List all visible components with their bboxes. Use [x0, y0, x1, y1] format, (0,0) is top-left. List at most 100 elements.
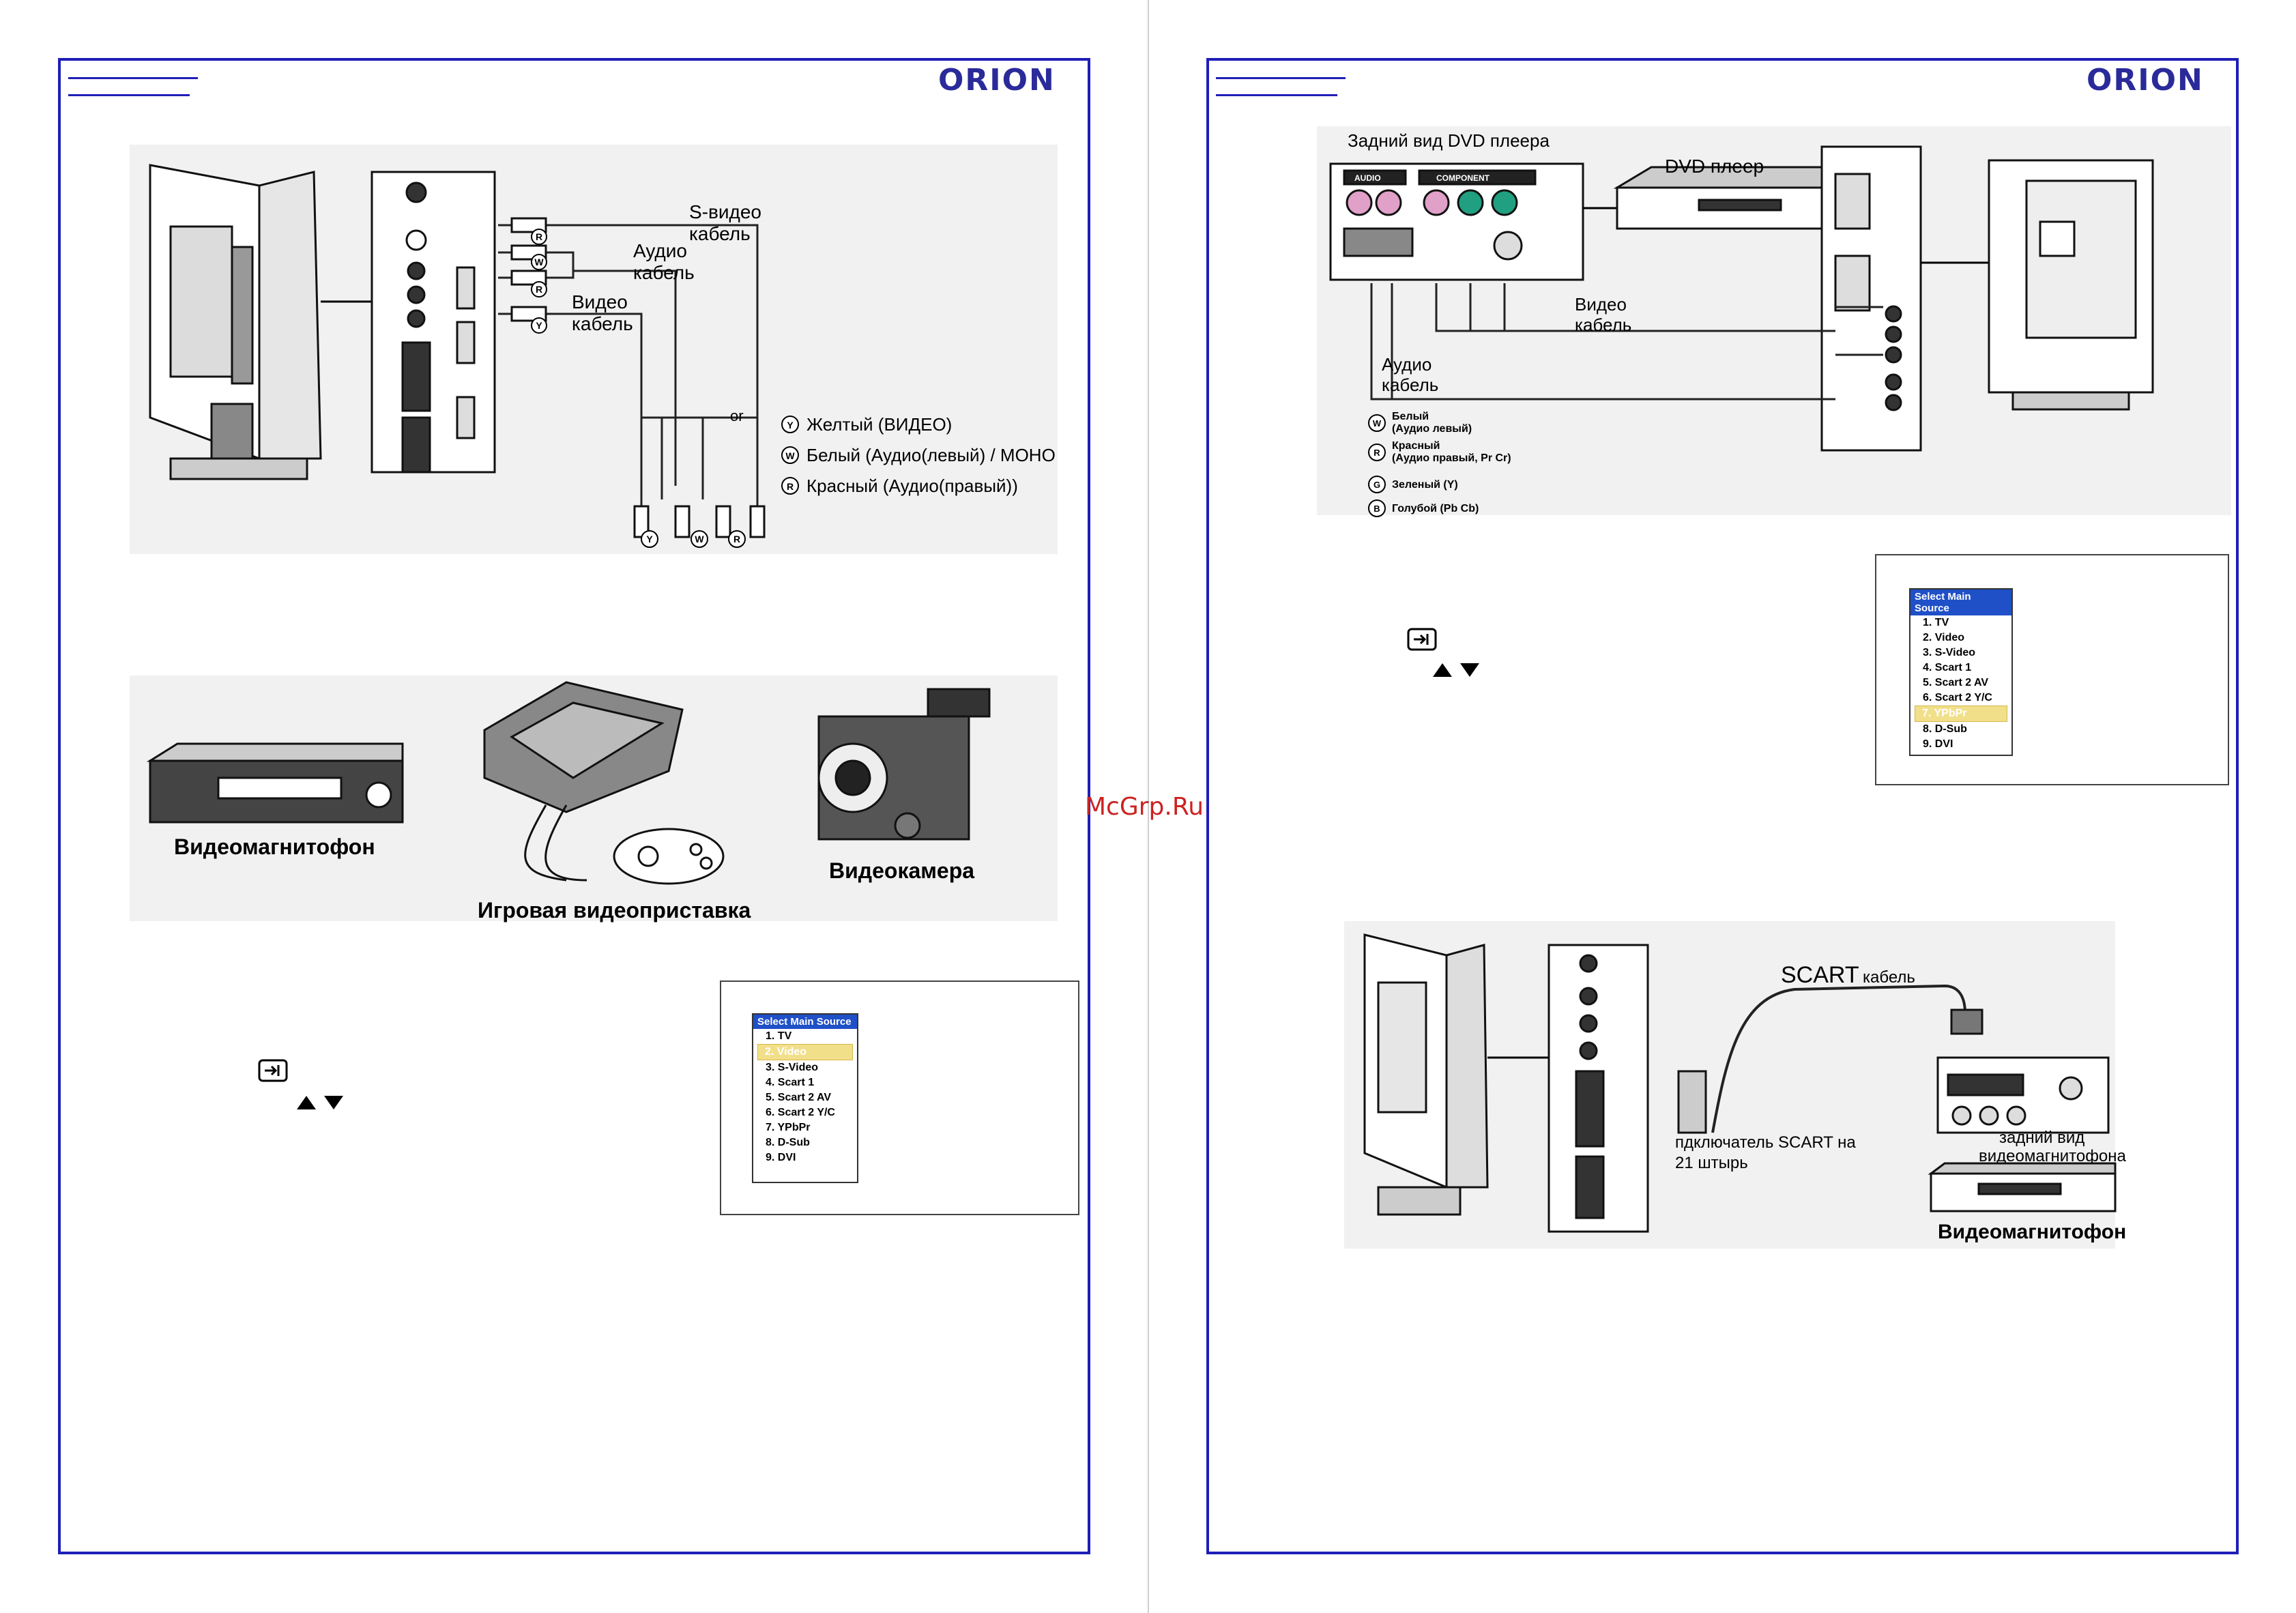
dvd-rear-panel [1329, 162, 1584, 281]
panel-plug-marks: R W R Y [531, 229, 547, 334]
tv-connector-panel [370, 171, 496, 474]
vcr-front-illustration [1928, 1162, 2117, 1212]
menu-item-dsub[interactable]: 8. D-Sub [1923, 723, 1967, 735]
camcorder-illustration [817, 688, 991, 841]
dvd-player-illustration [1613, 166, 1823, 230]
console-illustration [483, 681, 725, 885]
connector-label-2: 21 штырь [1675, 1154, 1748, 1172]
menu-title: Select Main Source [1910, 590, 2011, 615]
connector-label-1: пдключатель SCART на [1675, 1133, 1856, 1152]
menu-item-scart1[interactable]: 4. Scart 1 [1923, 662, 1972, 673]
scart-connection-figure: SCART кабель пдключатель SCART на 21 шты… [1344, 921, 2127, 1249]
right-source-menu[interactable]: Select Main Source 1. TV 2. Video 3. S-V… [1909, 588, 2013, 756]
tv-scart-panel [1547, 944, 1649, 1233]
tv-rear-illustration [1988, 159, 2154, 411]
tv-component-panel [1820, 145, 1922, 452]
video-cable-1: Видео [1575, 294, 1627, 315]
svg-text:G: G [1374, 480, 1380, 490]
svg-text:Белый: Белый [1392, 411, 1429, 422]
menu-item-svideo[interactable]: 3. S-Video [766, 1062, 819, 1073]
menu-item-tv[interactable]: 1. TV [1923, 617, 1949, 628]
left-page-frame [58, 58, 1090, 1554]
vcr-rear-illustration [1936, 1056, 2110, 1134]
audio-label-2: кабель [633, 262, 695, 283]
svg-text:R: R [787, 481, 794, 492]
orion-logo-left: ORION [938, 63, 1056, 98]
video-label-1: Видео [572, 291, 628, 313]
svg-text:R: R [733, 534, 740, 544]
menu-item-tv[interactable]: 1. TV [766, 1030, 792, 1042]
right-header-line-1 [1216, 77, 1346, 79]
color-legend: Y Желтый (ВИДЕО) W Белый (Аудио(левый) /… [781, 414, 1056, 496]
svg-text:R: R [536, 284, 542, 295]
or-label: or [730, 407, 744, 424]
dvd-connection-figure: Задний вид DVD плеера AUDIO COMPONENT DV… [1317, 126, 2231, 517]
menu-item-ypbpr[interactable]: 7. YPbPr [766, 1122, 811, 1133]
page-divider [1148, 0, 1149, 1613]
menu-item-scart2yc[interactable]: 6. Scart 2 Y/C [1923, 692, 1992, 703]
menu-item-dvi[interactable]: 9. DVI [1923, 738, 1953, 750]
svg-text:W: W [1373, 418, 1382, 428]
menu-title: Select Main Source [753, 1015, 857, 1029]
left-header-line-1 [68, 77, 198, 79]
camcorder-label: Видеокамера [829, 858, 974, 883]
vcr-label: Видеомагнитофон [174, 834, 375, 859]
tv-side-illustration [1363, 933, 1489, 1216]
menu-item-dvi[interactable]: 9. DVI [766, 1152, 796, 1163]
video-cable-2: кабель [1575, 315, 1631, 335]
svg-text:W: W [534, 257, 544, 267]
menu-item-scart2av[interactable]: 5. Scart 2 AV [1923, 677, 1989, 688]
input-source-icon [1407, 628, 1437, 651]
svg-text:COMPONENT: COMPONENT [1436, 173, 1490, 183]
menu-item-video[interactable]: 2. Video [757, 1044, 853, 1060]
audio-cable-1: Аудио [1382, 354, 1432, 375]
legend-yellow: Желтый (ВИДЕО) [806, 414, 952, 435]
menu-item-dsub[interactable]: 8. D-Sub [766, 1137, 810, 1148]
dvd-color-legend: W Белый (Аудио левый) R Красный (Аудио п… [1368, 411, 1511, 517]
audio-cable-2: кабель [1382, 375, 1438, 395]
svg-text:(Аудио правый, Pr Cr): (Аудио правый, Pr Cr) [1392, 452, 1511, 464]
devices-figure: Видеомагнитофон Игровая видеоприставка В… [130, 675, 1058, 922]
menu-item-scart2yc[interactable]: 6. Scart 2 Y/C [766, 1107, 835, 1118]
svideo-label-1: S-видео [689, 201, 761, 222]
left-header-line-2 [68, 94, 190, 96]
menu-item-ypbpr[interactable]: 7. YPbPr [1915, 706, 2007, 722]
watermark-text: McGrp.Ru [1085, 793, 1204, 821]
rear-dvd-title: Задний вид DVD плеера [1348, 130, 1550, 151]
legend-white: Белый (Аудио(левый) / МОНО [806, 445, 1056, 465]
menu-item-svideo[interactable]: 3. S-Video [1923, 647, 1976, 658]
left-connection-figure: R W R Y S-видео кабель Аудио кабель Виде… [130, 145, 1058, 554]
svg-text:AUDIO: AUDIO [1354, 173, 1381, 183]
video-label-2: кабель [572, 313, 633, 334]
console-label: Игровая видеоприставка [478, 898, 751, 922]
menu-item-video[interactable]: 2. Video [1923, 632, 1965, 643]
left-source-menu[interactable]: Select Main Source 1. TV 2. Video 3. S-V… [752, 1013, 858, 1183]
svg-text:Красный: Красный [1392, 440, 1440, 452]
plug-marks: Y W R [641, 530, 746, 548]
menu-item-scart2av[interactable]: 5. Scart 2 AV [766, 1092, 832, 1103]
svg-text:(Аудио левый): (Аудио левый) [1392, 423, 1472, 435]
up-down-arrows-icon [1433, 663, 1479, 677]
dvd-player-label: DVD плеер [1665, 156, 1764, 177]
vcr-label: Видеомагнитофон [1938, 1221, 2126, 1243]
component-cables [1370, 283, 1883, 401]
svg-text:W: W [695, 534, 704, 544]
vcr-illustration [146, 742, 404, 824]
svg-text:Y: Y [646, 534, 653, 544]
orion-logo-right: ORION [2087, 63, 2204, 98]
svg-text:Y: Y [787, 420, 794, 431]
svg-text:Голубой (Pb Cb): Голубой (Pb Cb) [1392, 503, 1479, 514]
input-source-icon [258, 1059, 288, 1082]
right-menu-frame [1875, 554, 2229, 785]
svg-text:R: R [536, 231, 542, 242]
tv-side-illustration [149, 164, 322, 480]
bottom-plugs [633, 505, 766, 538]
rear-vcr-label-1: задний вид [1999, 1129, 2084, 1147]
svg-text:W: W [785, 450, 795, 461]
legend-red: Красный (Аудио(правый)) [806, 476, 1018, 496]
menu-item-scart1[interactable]: 4. Scart 1 [766, 1077, 815, 1088]
svg-text:R: R [1374, 448, 1380, 458]
right-header-line-2 [1216, 94, 1337, 96]
up-down-arrows-icon [297, 1096, 343, 1109]
right-page-frame [1206, 58, 2239, 1554]
